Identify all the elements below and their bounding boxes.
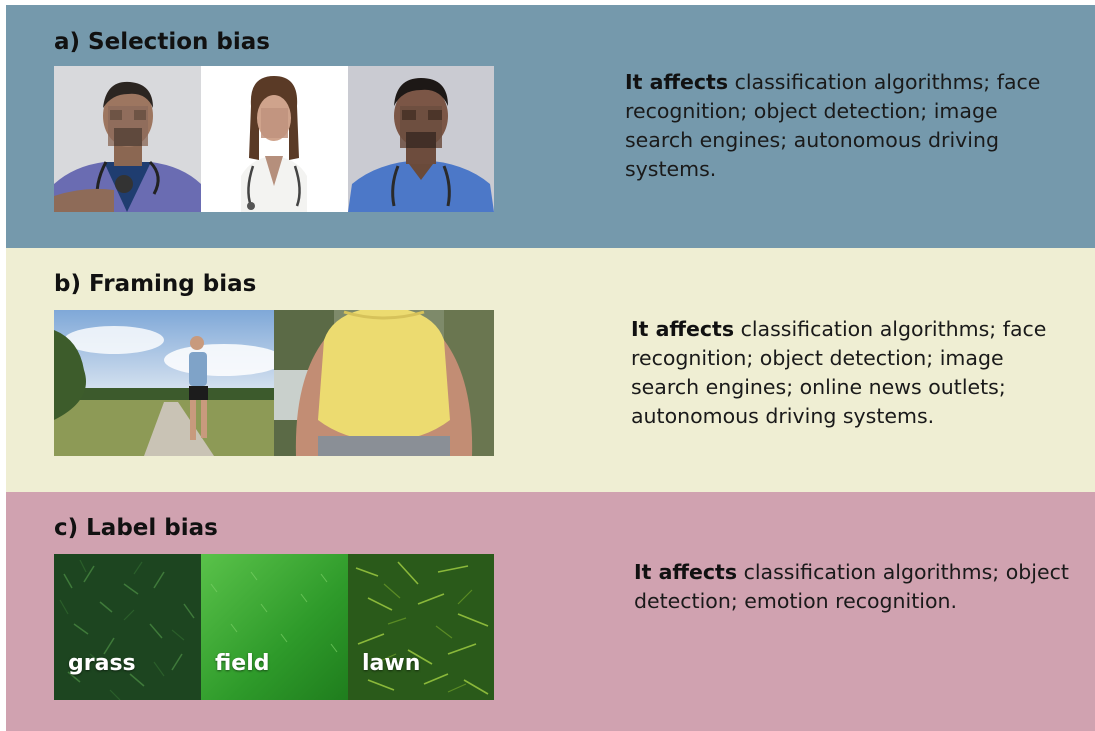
photo-strip-grass: grass field — [54, 554, 494, 700]
grass-photo-icon: grass — [54, 554, 201, 700]
affects-description: It affects classification algorithms; fa… — [625, 68, 1065, 184]
person-photo-icon — [274, 310, 494, 456]
label-grass: grass — [68, 651, 136, 676]
affects-description: It affects classification algorithms; ob… — [634, 558, 1074, 616]
label-lawn: lawn — [362, 651, 421, 676]
photo-strip-doctors — [54, 66, 494, 212]
affects-lead: It affects — [631, 317, 735, 341]
affects-lead: It affects — [634, 560, 738, 584]
panel-title: c) Label bias — [54, 515, 218, 541]
grass-photo-icon: field — [201, 554, 348, 700]
doctor-photo-icon — [54, 66, 201, 212]
affects-lead: It affects — [625, 70, 729, 94]
panel-framing-bias: b) Framing bias — [6, 248, 1095, 492]
runner-photo-icon — [54, 310, 274, 456]
grass-photo-icon: lawn — [348, 554, 494, 700]
affects-list: classification algorithms; face recognit… — [631, 317, 1047, 428]
panel-label-bias: c) Label bias grass — [6, 492, 1095, 731]
affects-list: classification algorithms; face recognit… — [625, 70, 1041, 181]
photo-strip-framing — [54, 310, 494, 456]
panel-title: b) Framing bias — [54, 271, 257, 297]
affects-description: It affects classification algorithms; fa… — [631, 315, 1071, 431]
doctor-photo-icon — [348, 66, 494, 212]
label-field: field — [215, 651, 270, 676]
panel-selection-bias: a) Selection bias — [6, 5, 1095, 248]
doctor-photo-icon — [201, 66, 348, 212]
affects-list: classification algorithms; object detect… — [634, 560, 1069, 613]
panel-title: a) Selection bias — [54, 29, 270, 55]
